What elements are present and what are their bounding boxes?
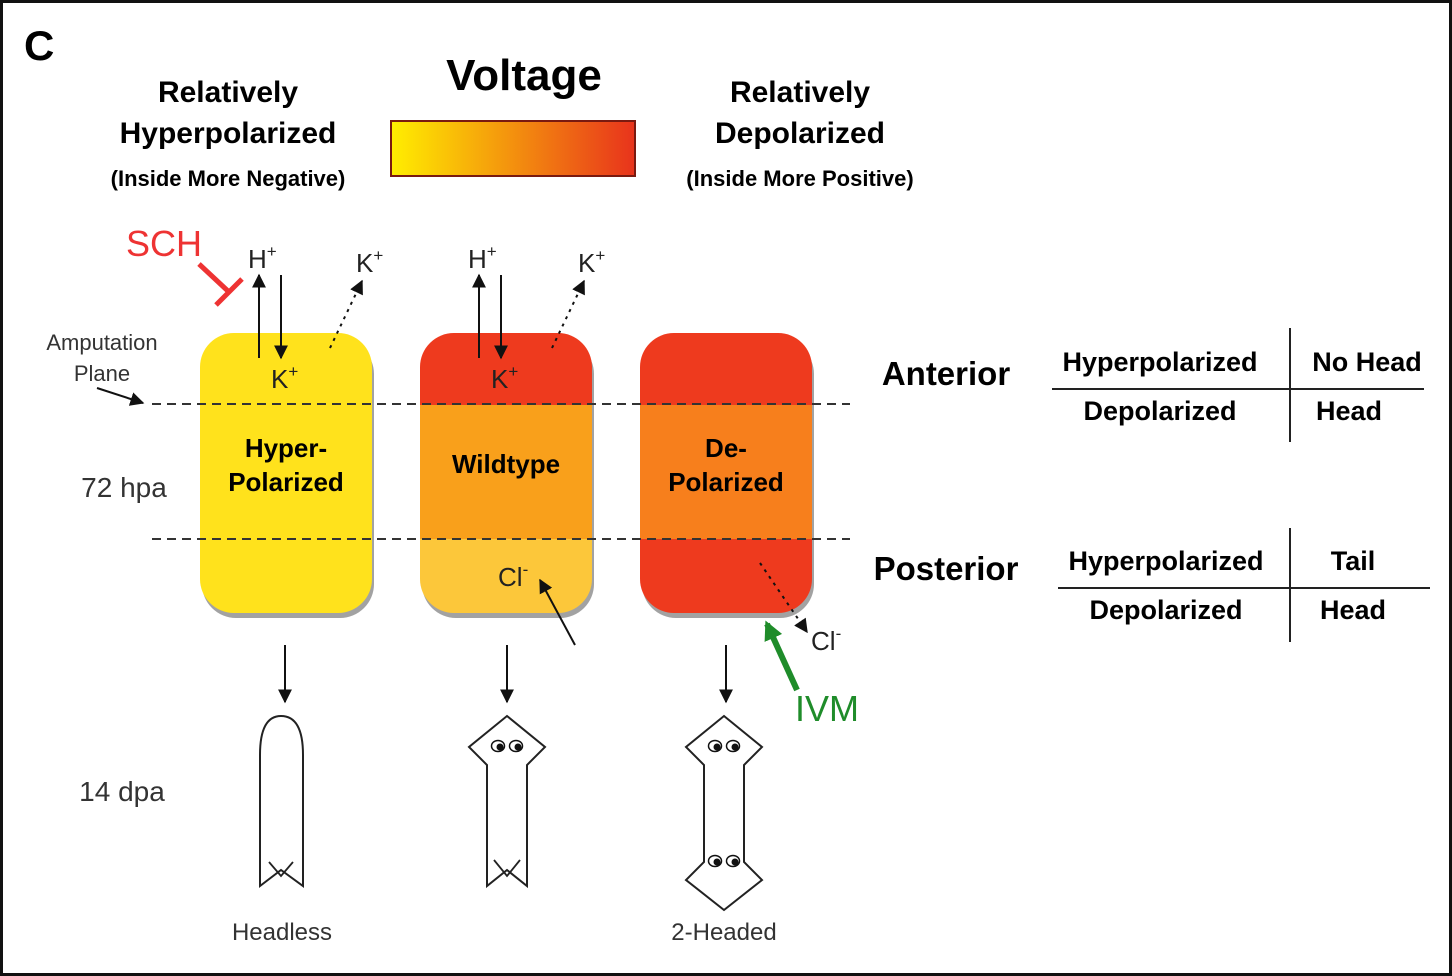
wildtype-worm-icon: [467, 714, 547, 889]
ion-h-symbol-1: H: [248, 244, 267, 274]
outcome-headless-label: Headless: [232, 919, 332, 946]
ivm-activation-arrow: [764, 620, 800, 692]
posterior-row1-outcome: Tail: [1331, 546, 1376, 576]
fragment-hyperpolarized: [200, 333, 372, 613]
anterior-heading: Anterior: [882, 355, 1011, 392]
amputation-label-line2: Plane: [74, 361, 130, 386]
dpa-label: 14 dpa: [79, 776, 165, 807]
posterior-row2-state: Depolarized: [1089, 595, 1242, 625]
panel-label: C: [24, 22, 54, 69]
sch-inhibitor-bar: [214, 277, 244, 307]
sch-inhibitor-stem: [197, 262, 231, 294]
ion-k-inside-charge-1: +: [288, 362, 298, 381]
key-left-line2: Hyperpolarized: [120, 117, 337, 150]
wildtype-worm-eyes: [490, 739, 524, 753]
fragment3-label-line1: De-: [705, 433, 747, 463]
fragment3-middle: [640, 405, 812, 539]
amputation-label-line1: Amputation: [46, 330, 157, 355]
ion-k-inside-charge-2: +: [508, 362, 518, 381]
fragment1-fill: [200, 333, 372, 613]
key-right-line1: Relatively: [730, 76, 870, 109]
key-left-line1: Relatively: [158, 76, 298, 109]
amputation-pointer-arrow: [96, 387, 145, 406]
fragment2-anterior: [420, 333, 592, 405]
anterior-row2-state: Depolarized: [1083, 396, 1236, 426]
ion-k-inside-symbol-2: K: [491, 364, 509, 394]
anterior-row1-state: Hyperpolarized: [1062, 347, 1257, 377]
outcome-two-headed-label: 2-Headed: [671, 919, 776, 946]
fragment2-middle: [420, 405, 592, 539]
fragment3-label-line2: Polarized: [668, 467, 784, 497]
key-right-line2: Depolarized: [715, 117, 885, 150]
ion-cl-outside-symbol: Cl: [811, 626, 836, 656]
ion-cl-inside-charge: -: [523, 560, 529, 579]
ion-k-inside-label-2: K+: [491, 362, 518, 394]
fragment2-label: Wildtype: [452, 449, 560, 479]
voltage-title: Voltage: [446, 51, 602, 100]
posterior-row2-outcome: Head: [1320, 595, 1386, 625]
headless-worm-icon: [259, 714, 304, 889]
posterior-heading: Posterior: [874, 550, 1019, 587]
posterior-row1-state: Hyperpolarized: [1068, 546, 1263, 576]
chloride-efflux-arrow: [759, 562, 808, 634]
ion-k-symbol-1: K: [356, 248, 374, 278]
anterior-row2-outcome: Head: [1316, 396, 1382, 426]
ion-k-charge-1: +: [373, 246, 383, 265]
ion-cl-inside-label: Cl-: [498, 560, 528, 592]
anterior-row1-outcome: No Head: [1312, 347, 1422, 377]
ivm-label: IVM: [795, 688, 859, 729]
ion-cl-outside-label: Cl-: [811, 624, 841, 656]
fragment-depolarized: [640, 333, 812, 613]
fragment1-label-line1: Hyper-: [245, 433, 327, 463]
headless-worm-tail-mark: [268, 861, 294, 878]
fragment1-label-line2: Polarized: [228, 467, 344, 497]
ion-h-charge-2: +: [487, 242, 497, 261]
ion-h-label-2: H+: [468, 242, 497, 274]
ion-k-charge-2: +: [595, 246, 605, 265]
ion-k-inside-label-1: K+: [271, 362, 298, 394]
key-right-sub: (Inside More Positive): [686, 166, 913, 191]
wildtype-worm-tail-mark: [493, 859, 521, 878]
two-headed-worm-icon: [684, 714, 764, 912]
fragment-wildtype: [420, 333, 592, 613]
ion-h-label-1: H+: [248, 242, 277, 274]
ion-k-label-2: K+: [578, 246, 605, 278]
ion-h-symbol-2: H: [468, 244, 487, 274]
ion-k-inside-symbol-1: K: [271, 364, 289, 394]
ion-h-charge-1: +: [267, 242, 277, 261]
fragment2-posterior: [420, 539, 592, 613]
ion-cl-outside-charge: -: [836, 624, 842, 643]
ion-k-label-1: K+: [356, 246, 383, 278]
fragment3-posterior: [640, 539, 812, 613]
fragment3-anterior: [640, 333, 812, 405]
voltage-gradient-bar: [390, 120, 636, 177]
two-headed-worm-eyes: [707, 739, 741, 868]
sch-label: SCH: [126, 223, 202, 264]
ion-k-symbol-2: K: [578, 248, 596, 278]
hpa-label: 72 hpa: [81, 472, 167, 503]
ion-cl-inside-symbol: Cl: [498, 562, 523, 592]
chloride-influx-arrow: [539, 578, 576, 646]
key-left-sub: (Inside More Negative): [111, 166, 346, 191]
